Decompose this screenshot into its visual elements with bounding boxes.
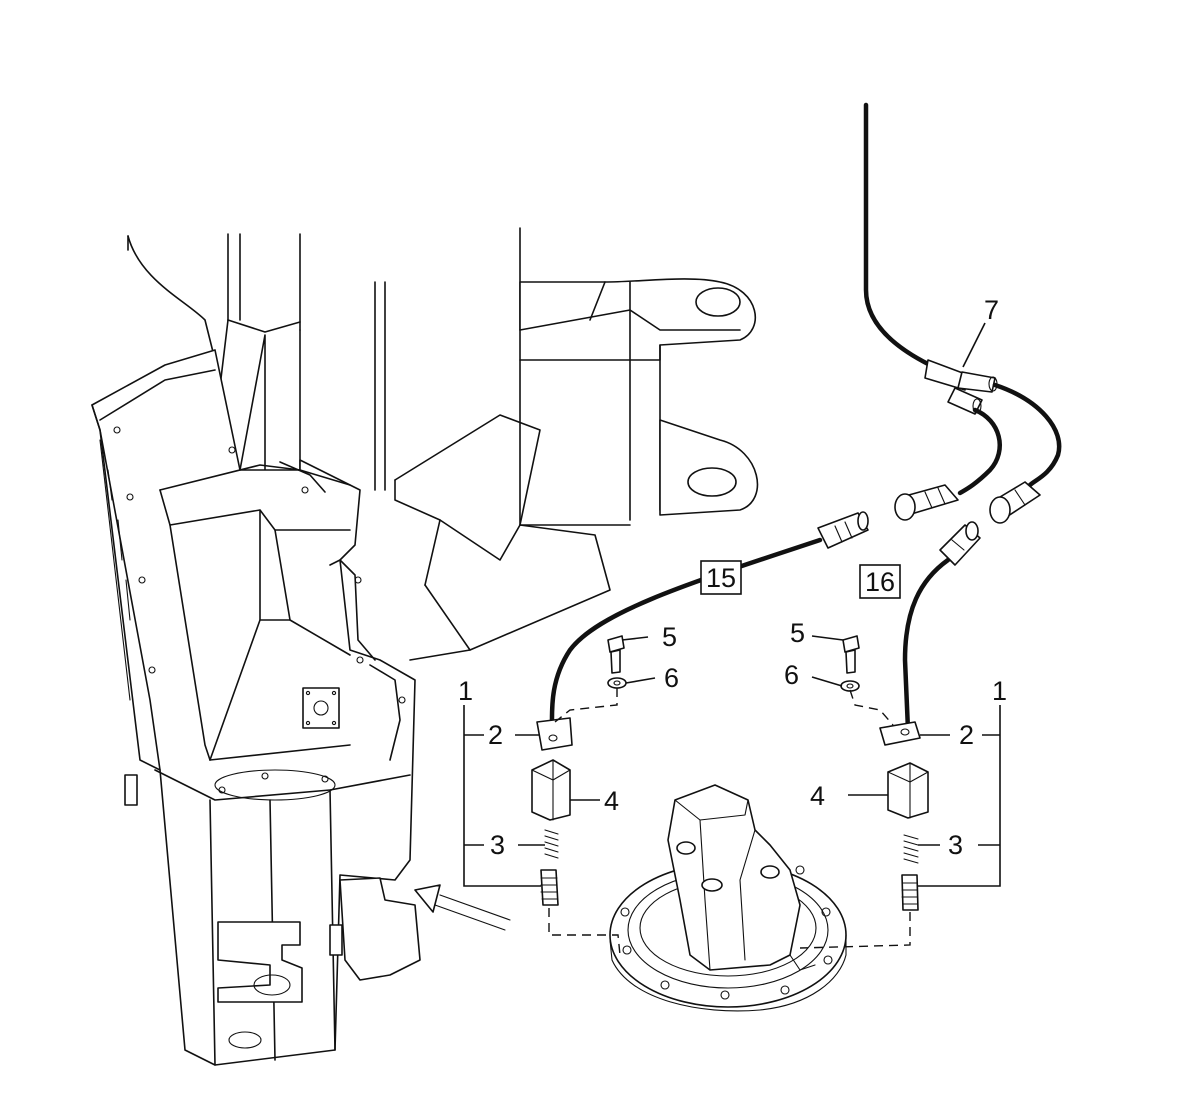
sensor-assembly-left <box>531 635 627 906</box>
boxed-ref-15: 15 <box>700 560 742 595</box>
plug-right-upper <box>989 481 1041 524</box>
callout-5-right: 5 <box>790 618 805 648</box>
slewing-motor-assembly <box>609 784 847 1012</box>
boxed-ref-15-label: 15 <box>706 563 736 593</box>
callout-5-left: 5 <box>662 622 677 652</box>
callout-7: 7 <box>984 295 999 325</box>
callout-1-left: 1 <box>458 676 473 706</box>
callout-3-left: 3 <box>490 830 505 860</box>
callout-3-right: 3 <box>948 830 963 860</box>
callout-2-right: 2 <box>959 720 974 750</box>
view-arrow <box>414 884 511 931</box>
boxed-ref-16: 16 <box>859 564 901 599</box>
plug-left-upper <box>894 484 959 521</box>
callout-4-right: 4 <box>810 781 825 811</box>
sensor-cable-16 <box>902 521 981 733</box>
callout-2-left: 2 <box>488 720 503 750</box>
sensor-assembly-right <box>840 635 929 911</box>
leader-lines <box>463 322 1001 887</box>
callout-6-left: 6 <box>664 663 679 693</box>
callout-1-right: 1 <box>992 676 1007 706</box>
sensor-position-dashes <box>548 688 911 956</box>
main-harness-cable <box>863 102 933 368</box>
machine-frame <box>91 227 759 1066</box>
callout-6-right: 6 <box>784 660 799 690</box>
branch-cables <box>957 382 1062 496</box>
sensor-cable-15 <box>549 511 869 731</box>
callout-4-left: 4 <box>604 786 619 816</box>
boxed-ref-16-label: 16 <box>865 567 895 597</box>
y-connector-7 <box>924 359 998 415</box>
